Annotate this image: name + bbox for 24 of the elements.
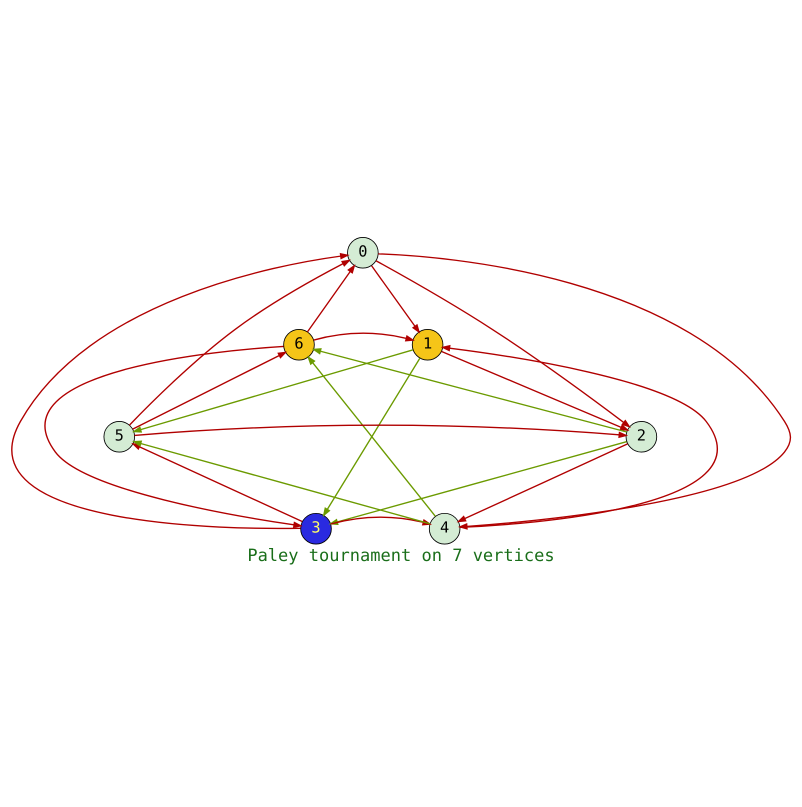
node-circle: 0 — [347, 236, 379, 268]
arrow — [314, 332, 415, 342]
arrow — [440, 344, 718, 528]
node-circle: 5 — [104, 420, 136, 452]
arrow — [376, 260, 631, 428]
arrow — [371, 265, 420, 334]
arrow — [441, 350, 630, 431]
node-circle: 2 — [626, 420, 658, 452]
arrow — [306, 264, 356, 332]
arrow — [456, 443, 628, 522]
node-circle: 3 — [300, 512, 332, 544]
arrow — [12, 252, 350, 530]
arrow — [45, 346, 303, 528]
arrow — [128, 260, 352, 426]
arrow — [134, 424, 628, 438]
arrow — [322, 358, 421, 517]
node-circle: 1 — [412, 328, 444, 360]
arrow — [132, 351, 288, 430]
node-circle: 6 — [283, 328, 315, 360]
node-circle: 4 — [428, 512, 460, 544]
caption: Paley tournament on 7 vertices — [247, 546, 555, 566]
arrow — [312, 348, 627, 433]
arrow — [307, 356, 436, 517]
arrow — [132, 349, 413, 433]
